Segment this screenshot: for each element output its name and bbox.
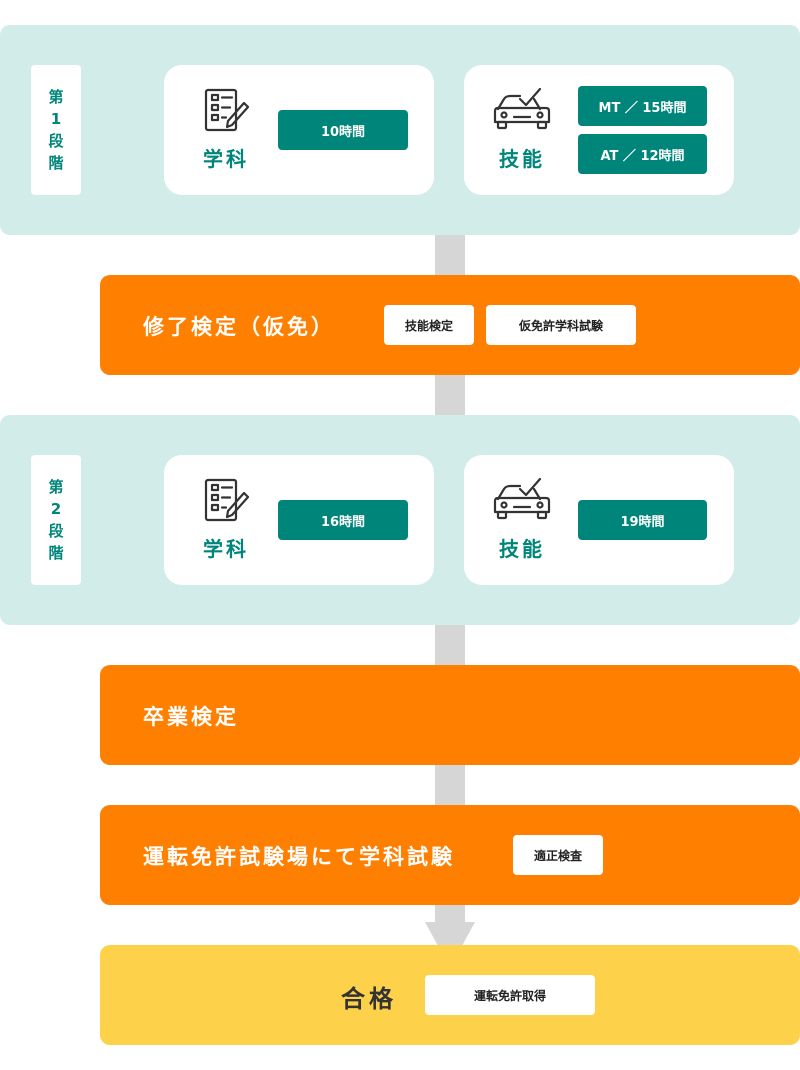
stage-1-academic-card: 学科 10時間 — [164, 65, 434, 195]
chip: 仮免許学科試験 — [486, 305, 636, 345]
sotsugyo-bar: 卒業検定 — [100, 665, 800, 765]
card-label: 技能 — [499, 537, 545, 561]
card-label: 技能 — [499, 147, 545, 171]
card-label: 学科 — [203, 147, 249, 171]
hours-badge: 19時間 — [578, 500, 707, 540]
hours-badge: 16時間 — [278, 500, 408, 540]
stage-2-panel: 第 2 段 階 学科 16時間 — [0, 415, 800, 625]
document-checklist-icon — [204, 478, 250, 522]
stage-2-academic-card: 学科 16時間 — [164, 455, 434, 585]
stage-1-tag: 第 1 段 階 — [31, 65, 81, 195]
chip: 運転免許取得 — [425, 975, 595, 1015]
flow-connector — [435, 234, 465, 276]
hours-badge-mt: MT ／ 15時間 — [578, 86, 707, 126]
hours-badge-at: AT ／ 12時間 — [578, 134, 707, 174]
flow-connector — [435, 624, 465, 666]
pass-title: 合格 — [341, 985, 397, 1013]
chip: 適正検査 — [513, 835, 603, 875]
pass-bar: 合格 運転免許取得 — [100, 945, 800, 1045]
stage-2-practical-card: 技能 19時間 — [464, 455, 734, 585]
car-check-icon — [493, 87, 551, 130]
hours-badge: 10時間 — [278, 110, 408, 150]
car-check-icon — [493, 477, 551, 520]
bar-title: 修了検定（仮免） — [143, 315, 335, 339]
card-label: 学科 — [203, 537, 249, 561]
flow-connector — [435, 374, 465, 416]
shiken-bar: 運転免許試験場にて学科試験 適正検査 — [100, 805, 800, 905]
kentei-1-bar: 修了検定（仮免） 技能検定 仮免許学科試験 — [100, 275, 800, 375]
flow-connector — [435, 764, 465, 806]
stage-2-tag: 第 2 段 階 — [31, 455, 81, 585]
chip: 技能検定 — [384, 305, 474, 345]
stage-1-practical-card: 技能 MT ／ 15時間 AT ／ 12時間 — [464, 65, 734, 195]
bar-title: 運転免許試験場にて学科試験 — [143, 845, 455, 869]
bar-title: 卒業検定 — [143, 705, 239, 729]
document-checklist-icon — [204, 88, 250, 132]
stage-1-panel: 第 1 段 階 学科 10時間 — [0, 25, 800, 235]
flow-connector — [435, 904, 465, 924]
